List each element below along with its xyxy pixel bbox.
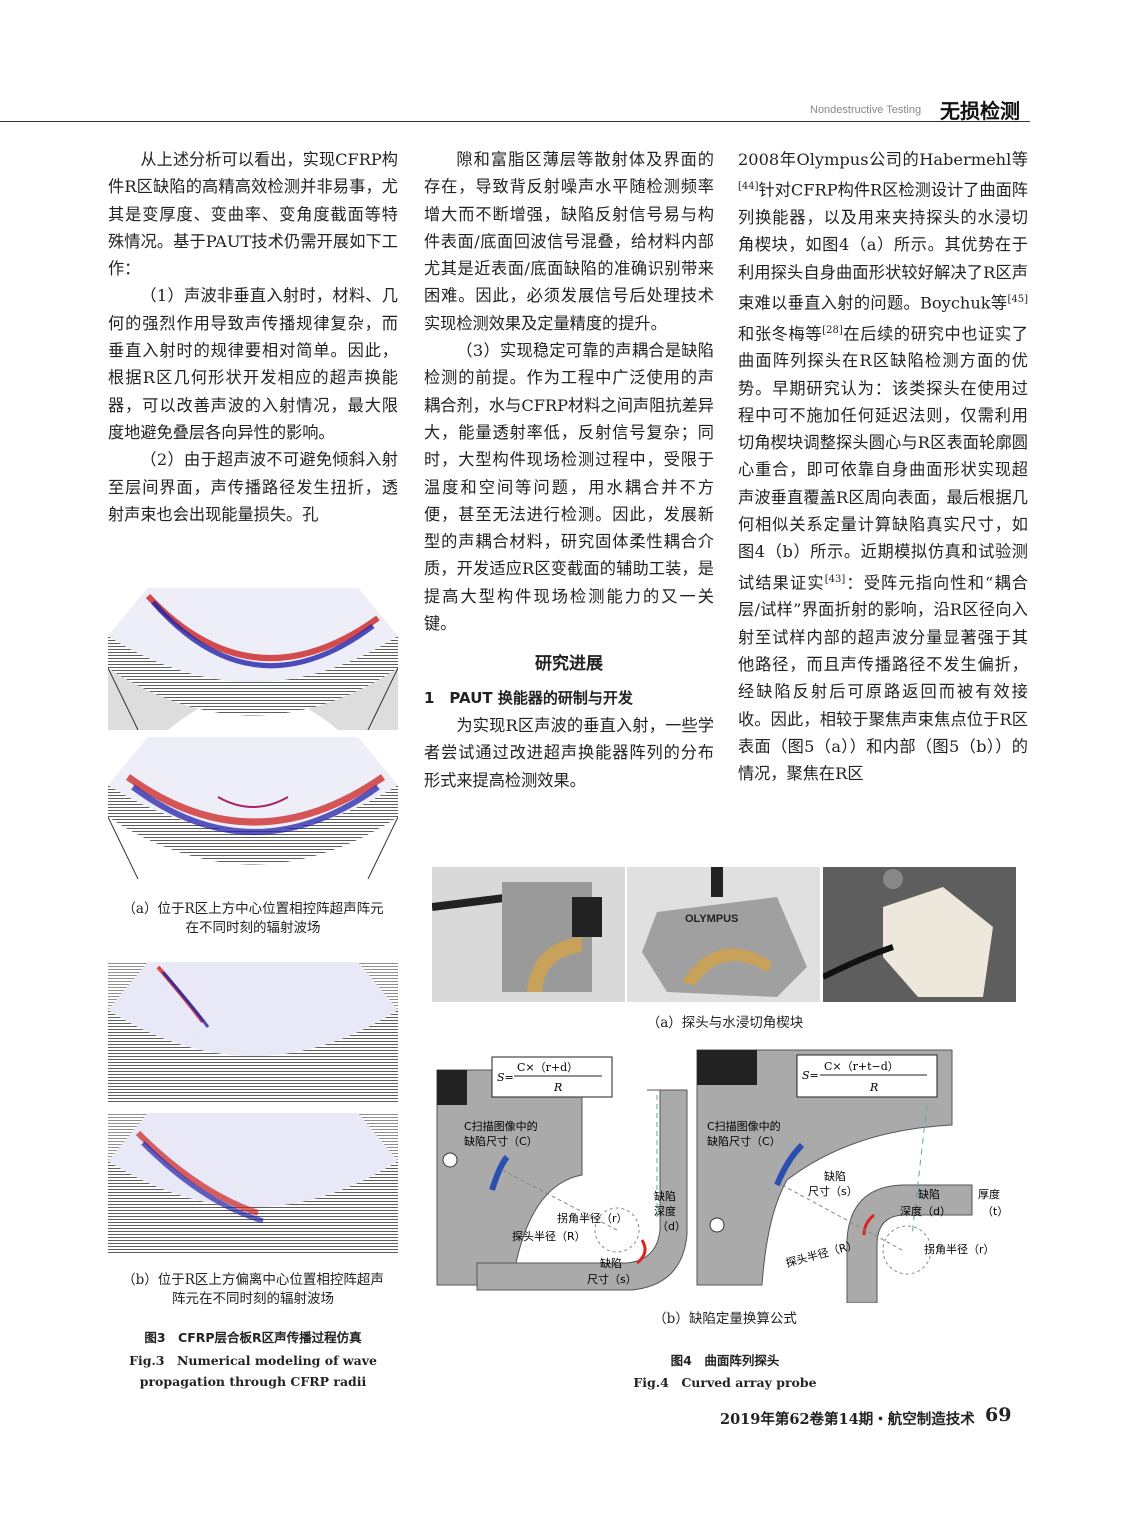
cable-block: [437, 1070, 467, 1105]
simulation-panel-a1: [108, 588, 398, 730]
label-cscan-size: 缺陷尺寸（C）: [464, 1134, 538, 1148]
formula-lhs: S=: [497, 1071, 514, 1084]
formula-numerator: C×（r+t−d）: [824, 1060, 899, 1073]
label-thickness: 厚度: [978, 1187, 1000, 1201]
svg-text:尺寸（s）: 尺寸（s）: [587, 1272, 637, 1286]
label-corner-radius: 拐角半径（r）: [557, 1211, 628, 1225]
paragraph: （2）由于超声波不可避免倾斜入射至层间界面，声传播路径发生扭折，透射声束也会出现…: [108, 450, 398, 524]
paragraph: 从上述分析可以看出，实现CFRP构件R区缺陷的高精高效检测并非易事，尤其是变厚度…: [108, 150, 398, 279]
svg-text:（t）: （t）: [982, 1205, 1008, 1218]
fig3-caption-a: （a）位于R区上方中心位置相控阵超声阵元 在不同时刻的辐射波场: [122, 901, 384, 936]
formula-numerator: C×（r+d）: [517, 1061, 578, 1074]
brand-logo: OLYMPUS: [685, 913, 738, 925]
subsection-heading: 1 PAUT 换能器的研制与开发: [424, 688, 633, 707]
label-probe-radius: 探头半径（R）: [512, 1229, 586, 1243]
citation[interactable]: [44]: [738, 181, 759, 193]
text-column-2: 隙和富脂区薄层等散射体及界面的存在，导致背反射噪声水平随检测频率增大而不断增强，…: [424, 146, 714, 794]
svg-text:尺寸（s）: 尺寸（s）: [808, 1184, 858, 1198]
fig4-title-cn: 图4 曲面阵列探头: [670, 1353, 780, 1368]
cscan-defect-arc: [774, 1142, 805, 1187]
defect-arc: [862, 1213, 875, 1236]
text-column-1: 从上述分析可以看出，实现CFRP构件R区缺陷的高精高效检测并非易事，尤其是变厚度…: [108, 146, 398, 528]
simulation-panel-b1: [108, 962, 398, 1104]
probe-photo-3: [823, 867, 1016, 1002]
journal-name-en: Nondestructive Testing: [810, 104, 922, 116]
paragraph: 2008年Olympus公司的Habermehl等[44]针对CFRP构件R区检…: [738, 150, 1029, 784]
label-depth: 缺陷: [654, 1189, 676, 1203]
fig3-title-cn: 图3 CFRP层合板R区声传播过程仿真: [144, 1330, 362, 1345]
probe-photo-1: [432, 867, 625, 1002]
page-number: 69: [985, 1404, 1012, 1426]
header-rule: [0, 121, 1030, 122]
journal-name-cn: 无损检测: [940, 99, 1020, 123]
fig3-caption-b: （b）位于R区上方偏离中心位置相控阵超声 阵元在不同时刻的辐射波场: [122, 1272, 384, 1307]
citation[interactable]: [43]: [824, 573, 846, 585]
simulation-panel-b2: [108, 1113, 398, 1255]
label-depth: 缺陷: [918, 1187, 940, 1201]
section-heading: 研究进展: [535, 654, 603, 675]
footer-issue: 2019年第62卷第14期・航空制造技术: [720, 1411, 975, 1428]
cable-block: [697, 1050, 757, 1085]
citation[interactable]: [45]: [1007, 293, 1028, 305]
mount-hole: [442, 1152, 458, 1168]
fig3-title-en: Fig.3 Numerical modeling of wave propaga…: [129, 1353, 377, 1389]
paragraph: （3）实现稳定可靠的声耦合是缺陷检测的前提。作为工程中广泛使用的声耦合剂，水与C…: [424, 341, 714, 634]
label-cscan-size: 缺陷尺寸（C）: [707, 1134, 781, 1148]
fig4-caption-a: （a）探头与水浸切角楔块: [646, 1015, 804, 1031]
simulation-panel-a2: [108, 737, 398, 879]
formula-lhs: S=: [802, 1069, 819, 1082]
fig4-title-en: Fig.4 Curved array probe: [633, 1375, 817, 1390]
fig4-caption-b: （b）缺陷定量换算公式: [653, 1311, 797, 1327]
defect-arc: [636, 1239, 647, 1265]
formula-denominator: R: [869, 1081, 878, 1094]
svg-text:深度（d）: 深度（d）: [900, 1204, 951, 1218]
label-cscan: C扫描图像中的: [707, 1119, 781, 1133]
formula-denominator: R: [553, 1081, 562, 1094]
text-column-3: 2008年Olympus公司的Habermehl等[44]针对CFRP构件R区检…: [738, 146, 1028, 787]
paragraph: （1）声波非垂直入射时，材料、几何的强烈作用导致声传播规律复杂，而垂直入射时的规…: [108, 286, 398, 442]
defect-formula-diagram: S= C×（r+d） R C扫描图像中的 缺陷尺寸（C） 拐角半径（r） 探头半…: [432, 1045, 1018, 1303]
mount-hole: [709, 1217, 725, 1233]
paragraph: 为实现R区声波的垂直入射，一些学者尝试通过改进超声换能器阵列的分布形式来提高检测…: [424, 715, 714, 790]
probe-photo-2: OLYMPUS: [627, 867, 820, 1002]
label-defect-size: 缺陷: [600, 1256, 622, 1270]
label-cscan: C扫描图像中的: [464, 1119, 538, 1133]
svg-text:（d）: （d）: [657, 1220, 686, 1233]
label-defect-size: 缺陷: [824, 1169, 846, 1183]
svg-text:深度: 深度: [654, 1204, 676, 1218]
citation[interactable]: [28]: [822, 324, 843, 336]
cscan-defect-arc: [489, 1155, 510, 1191]
paragraph: 隙和富脂区薄层等散射体及界面的存在，导致背反射噪声水平随检测频率增大而不断增强，…: [424, 150, 714, 333]
label-corner-radius: 拐角半径（r）: [924, 1242, 995, 1256]
